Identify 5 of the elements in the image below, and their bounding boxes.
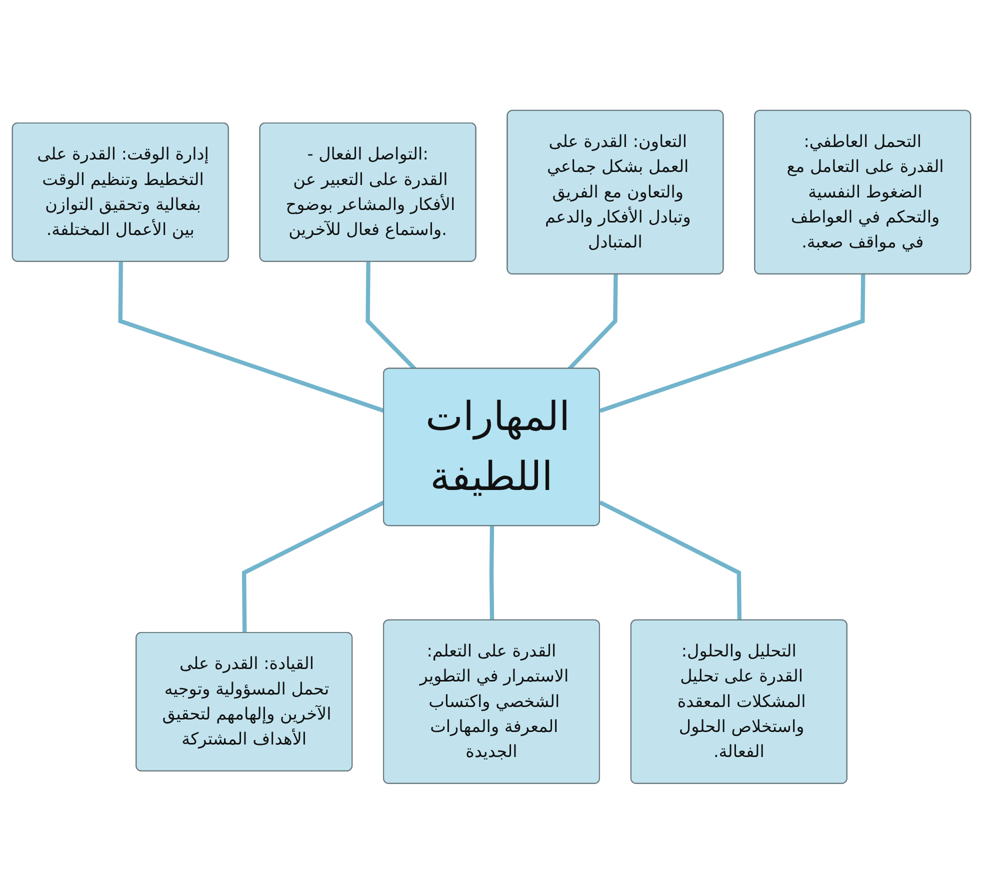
connector: [118, 261, 385, 412]
connector: [599, 500, 742, 620]
connector: [242, 500, 385, 633]
connector: [599, 274, 866, 412]
connector: [489, 526, 494, 620]
